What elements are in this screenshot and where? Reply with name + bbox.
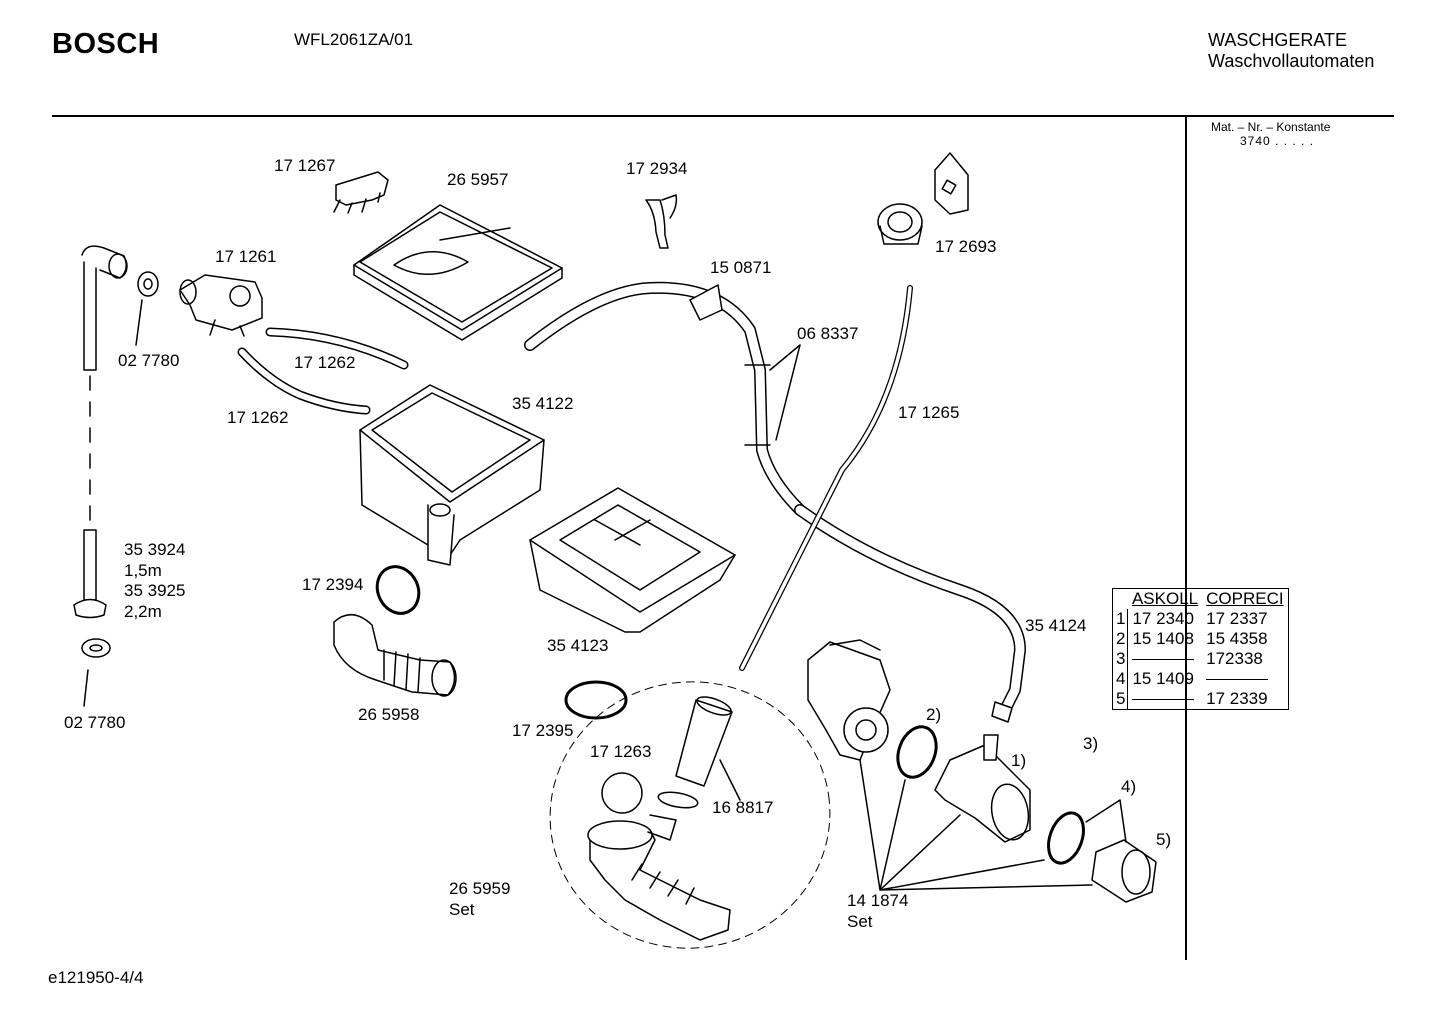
label-171261: 17 1261 — [215, 247, 277, 266]
part-cover-265957 — [353, 204, 563, 341]
copreci-value: 172338 — [1206, 649, 1263, 668]
part-sump-hose — [587, 814, 731, 941]
askoll-value-none — [1128, 649, 1202, 669]
askoll-value: 15 1408 — [1132, 629, 1194, 648]
leader-068337 — [769, 344, 801, 441]
part-fork-172934 — [645, 194, 678, 249]
variant-table-header: ASKOLL COPRECI — [1113, 589, 1289, 610]
label-length-22m: 2,2m — [124, 602, 162, 621]
table-row: 3 172338 — [1112, 649, 1289, 669]
label-265957: 26 5957 — [447, 170, 509, 189]
part-washer-027780-bottom — [81, 638, 111, 707]
part-hose-171262b — [237, 347, 371, 415]
label-171267: 17 1267 — [274, 156, 336, 175]
table-row: 4 15 1409 — [1112, 669, 1289, 689]
constant-title: Mat. – Nr. – Konstante — [1211, 120, 1331, 134]
table-row: 1 17 2340 17 2337 — [1112, 609, 1289, 629]
askoll-value: 15 1409 — [1132, 669, 1194, 688]
part-ring-172395 — [564, 680, 628, 720]
leaders-141874 — [859, 759, 1127, 891]
row-index: 4 — [1112, 669, 1129, 689]
part-bellows-265958 — [333, 614, 457, 697]
callout-5: 5) — [1156, 830, 1172, 849]
row-index: 3 — [1112, 649, 1129, 669]
part-hose-171262a — [265, 327, 409, 370]
variant-col-copreci: COPRECI — [1206, 589, 1284, 608]
label-068337: 06 8337 — [797, 324, 859, 343]
row-index: 1 — [1112, 609, 1129, 629]
constant-value: 3740 . . . . . — [1240, 134, 1315, 148]
header-divider — [52, 115, 1394, 117]
part-pump-141874 — [807, 639, 891, 761]
label-171262-upper: 17 1262 — [294, 353, 356, 372]
part-switch-172693 — [877, 152, 969, 245]
part-tube-171265 — [739, 285, 913, 671]
variant-col-index — [1113, 589, 1128, 610]
set-outline-265959 — [549, 681, 831, 949]
label-set-141874: Set — [847, 912, 873, 931]
label-172934: 17 2934 — [626, 159, 688, 178]
part-hose-150871 — [524, 281, 806, 516]
copreci-value-none — [1202, 669, 1288, 689]
copreci-value: 15 4358 — [1206, 629, 1268, 648]
table-row: 5 17 2339 — [1112, 689, 1289, 710]
label-171262-lower: 17 1262 — [227, 408, 289, 427]
part-ball-171263 — [601, 772, 643, 814]
callout-3: 3) — [1083, 734, 1099, 753]
part-washer-027780-top — [135, 271, 159, 346]
table-row: 2 15 1408 15 4358 — [1112, 629, 1289, 649]
askoll-value-none — [1128, 689, 1202, 710]
part-ring-172394 — [375, 565, 421, 615]
label-171265: 17 1265 — [898, 403, 960, 422]
callout-4: 4) — [1121, 777, 1137, 796]
document-id: e121950-4/4 — [48, 968, 144, 987]
row-index: 2 — [1112, 629, 1129, 649]
part-inlet-hose — [73, 245, 128, 619]
label-353924: 35 3924 — [124, 540, 186, 559]
label-353925: 35 3925 — [124, 581, 186, 600]
row-index: 5 — [1112, 689, 1129, 710]
part-filter-housing-1 — [934, 734, 1031, 843]
label-027780-top: 02 7780 — [118, 351, 180, 370]
label-172693: 17 2693 — [935, 237, 997, 256]
side-divider — [1185, 115, 1187, 960]
callout-2: 2) — [926, 705, 942, 724]
copreci-value: 17 2339 — [1206, 689, 1268, 708]
model-number: WFL2061ZA/01 — [294, 30, 414, 49]
callout-1: 1) — [1011, 751, 1027, 770]
part-seal-2 — [896, 725, 938, 779]
category-title: WASCHGERATE — [1208, 30, 1348, 50]
part-seal-3 — [1047, 811, 1085, 865]
variant-col-askoll: ASKOLL — [1131, 589, 1199, 608]
label-168817: 16 8817 — [712, 798, 774, 817]
part-tube-168817 — [657, 696, 741, 809]
label-027780-bottom: 02 7780 — [64, 713, 126, 732]
label-354122: 35 4122 — [512, 394, 574, 413]
label-172395: 17 2395 — [512, 721, 574, 740]
variant-table: ASKOLL COPRECI 1 17 2340 17 2337 2 15 14… — [1112, 588, 1289, 710]
category-subtitle: Waschvollautomaten — [1208, 51, 1375, 71]
label-354124: 35 4124 — [1025, 616, 1087, 635]
label-171263: 17 1263 — [590, 742, 652, 761]
brand-logo: BOSCH — [52, 28, 160, 60]
label-265958: 26 5958 — [358, 705, 420, 724]
part-drawer-354123 — [529, 487, 736, 633]
part-clip-171267 — [333, 171, 389, 214]
label-354123: 35 4123 — [547, 636, 609, 655]
askoll-value: 17 2340 — [1132, 609, 1194, 628]
label-172394: 17 2394 — [302, 575, 364, 594]
part-filter-5 — [1091, 839, 1157, 903]
label-265959: 26 5959 — [449, 879, 511, 898]
part-hose-354124 — [794, 504, 1026, 723]
label-length-15m: 1,5m — [124, 561, 162, 580]
part-valve-171261 — [179, 274, 263, 337]
label-150871: 15 0871 — [710, 258, 772, 277]
label-141874: 14 1874 — [847, 891, 909, 910]
label-set-265959: Set — [449, 900, 475, 919]
copreci-value: 17 2337 — [1206, 609, 1268, 628]
part-housing-354122 — [359, 384, 545, 566]
